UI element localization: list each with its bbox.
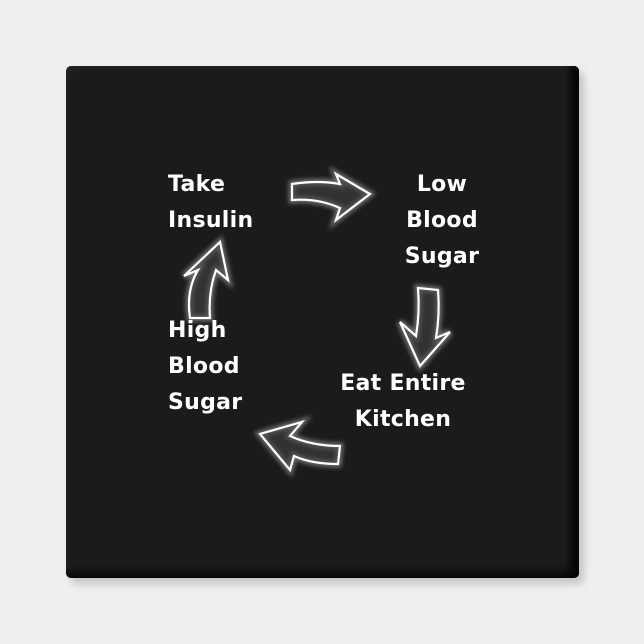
label-line: High (168, 318, 227, 343)
label-line: Low (416, 172, 468, 197)
arrow-left-icon (253, 415, 344, 478)
label-line: Take (168, 172, 226, 197)
label-low-blood-sugar: Low Blood Sugar (392, 167, 492, 275)
label-line: Sugar (404, 244, 480, 269)
label-line: Insulin (168, 208, 254, 233)
label-eat-entire-kitchen: Eat Entire Kitchen (329, 366, 477, 438)
label-take-insulin: Take Insulin (168, 167, 253, 239)
magnet-tile: Take Insulin Low Blood Sugar Eat Entire … (66, 66, 579, 578)
arrow-right-icon (288, 165, 377, 230)
label-high-blood-sugar: High Blood Sugar (168, 313, 242, 421)
label-line: Blood (168, 354, 240, 379)
arrow-up-icon (181, 235, 234, 322)
label-line: Kitchen (354, 407, 452, 432)
label-line: Blood (406, 208, 478, 233)
arrow-down-icon (396, 284, 453, 373)
label-line: Eat Entire (340, 371, 466, 396)
label-line: Sugar (168, 390, 243, 415)
